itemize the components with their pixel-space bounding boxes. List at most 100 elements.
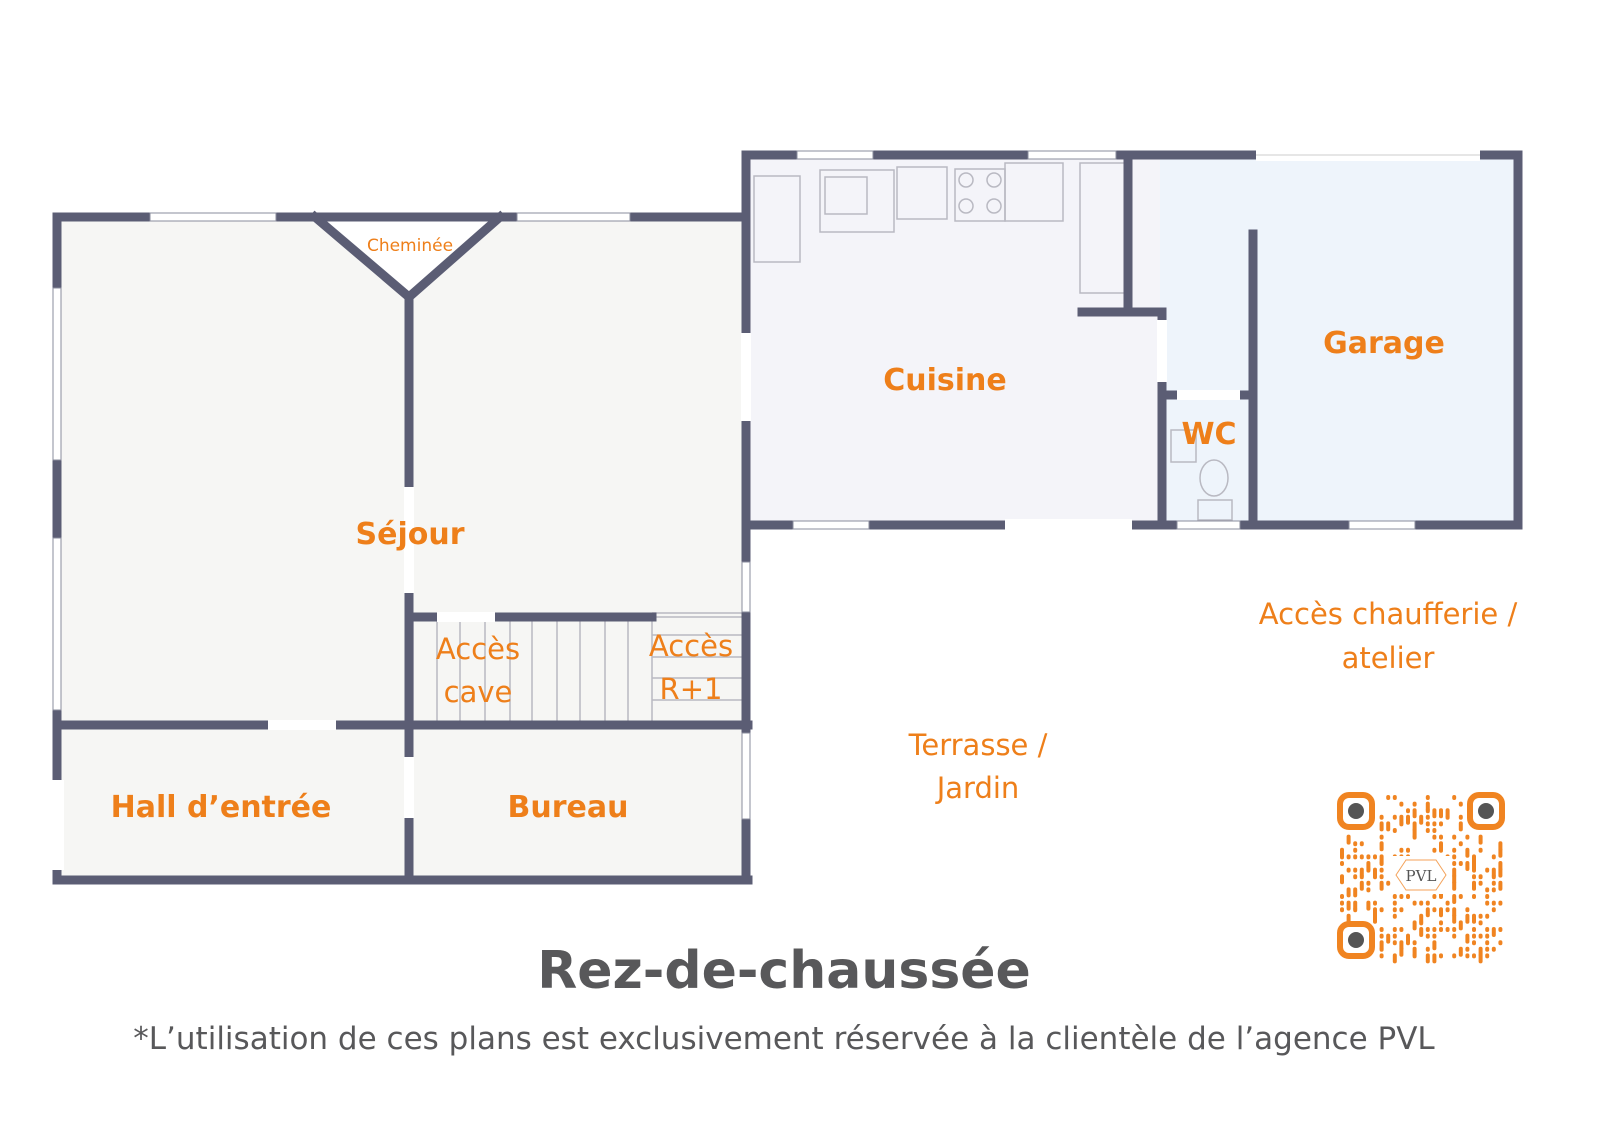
qr-module <box>1439 953 1443 959</box>
qr-module <box>1485 946 1490 952</box>
qr-module <box>1379 834 1384 840</box>
qr-module <box>1439 920 1443 926</box>
qr-module <box>1399 946 1404 957</box>
qr-module <box>1419 920 1424 926</box>
qr-module <box>1445 900 1450 906</box>
qr-module <box>1478 847 1483 853</box>
qr-module <box>1425 808 1430 814</box>
label-cuisine: Cuisine <box>883 363 1007 398</box>
qr-module <box>1379 927 1384 932</box>
qr-module <box>1425 821 1430 827</box>
qr-module <box>1399 847 1404 853</box>
qr-module <box>1373 913 1377 924</box>
qr-module <box>1399 894 1404 899</box>
qr-module <box>1392 894 1397 899</box>
label-bureau: Bureau <box>508 790 629 825</box>
qr-module <box>1406 940 1410 946</box>
qr-module <box>1465 847 1470 858</box>
qr-module <box>1498 900 1503 906</box>
qr-module <box>1432 828 1437 833</box>
qr-module <box>1386 821 1391 832</box>
qr-module <box>1439 847 1443 853</box>
qr-module <box>1452 854 1457 860</box>
qr-module <box>1406 808 1410 814</box>
qr-module <box>1392 953 1397 964</box>
qr-module <box>1379 841 1384 852</box>
qr-module <box>1412 808 1417 819</box>
qr-module <box>1472 880 1476 891</box>
qr-module <box>1346 834 1351 845</box>
qr-module <box>1432 847 1437 853</box>
qr-module <box>1432 907 1437 913</box>
qr-module <box>1353 847 1358 853</box>
qr-module <box>1458 841 1463 847</box>
qr-module <box>1406 814 1410 825</box>
qr-module <box>1465 946 1470 952</box>
label-chaufferie: Accès chaufferie / <box>1259 597 1518 631</box>
qr-module <box>1379 946 1384 952</box>
qr-module <box>1425 927 1430 932</box>
qr-module <box>1485 933 1490 939</box>
qr-module <box>1439 808 1443 819</box>
label-cheminee: Cheminée <box>367 236 453 256</box>
qr-module <box>1491 854 1496 860</box>
qr-module <box>1419 927 1424 937</box>
qr-module <box>1485 900 1490 906</box>
qr-module <box>1425 828 1430 833</box>
staircase <box>412 612 747 724</box>
qr-module <box>1478 913 1483 919</box>
qr-module <box>1452 795 1457 800</box>
qr-module <box>1392 913 1397 919</box>
qr-module <box>1406 894 1410 899</box>
qr-module <box>1472 874 1476 880</box>
qr-module <box>1472 927 1476 932</box>
qr-module <box>1419 900 1424 906</box>
qr-module <box>1359 854 1364 860</box>
qr-module <box>1392 933 1397 939</box>
qr-module <box>1340 874 1344 885</box>
label-hall: Hall d’entrée <box>111 790 332 825</box>
qr-module <box>1340 861 1344 866</box>
qr-module <box>1485 913 1490 919</box>
qr-module <box>1452 861 1457 866</box>
qr-module <box>1392 795 1397 800</box>
qr-module <box>1485 953 1490 959</box>
qr-module <box>1458 920 1463 931</box>
label-terrasse: Terrasse / <box>908 728 1048 762</box>
qr-module <box>1472 953 1476 959</box>
qr-module <box>1465 953 1470 959</box>
label-acces-cave: Accès <box>436 632 520 666</box>
qr-module <box>1379 933 1384 939</box>
qr-module <box>1340 900 1344 906</box>
footer-disclaimer: *L’utilisation de ces plans est exclusiv… <box>133 1021 1435 1057</box>
qr-module <box>1399 801 1404 807</box>
qr-module <box>1353 867 1358 873</box>
qr-module <box>1412 953 1417 959</box>
qr-module <box>1485 927 1490 932</box>
qr-module <box>1452 927 1457 932</box>
qr-module <box>1386 880 1391 886</box>
qr-module <box>1379 814 1384 820</box>
qr-module <box>1366 887 1371 893</box>
qr-module <box>1491 887 1496 893</box>
qr-module <box>1491 874 1496 880</box>
qr-module <box>1340 907 1344 913</box>
qr-module <box>1445 927 1450 932</box>
qr-code[interactable]: PVL <box>1337 792 1505 964</box>
qr-module <box>1399 927 1404 932</box>
qr-module <box>1359 880 1364 891</box>
qr-module <box>1452 933 1457 939</box>
qr-module <box>1373 874 1377 880</box>
qr-module <box>1432 834 1437 840</box>
qr-module <box>1353 907 1358 913</box>
qr-module <box>1465 861 1470 871</box>
qr-module <box>1425 946 1430 952</box>
qr-module <box>1485 867 1490 873</box>
qr-module <box>1478 953 1483 964</box>
label-wc: WC <box>1181 417 1236 452</box>
qr-module <box>1399 821 1404 827</box>
qr-module <box>1359 874 1364 880</box>
qr-module <box>1425 933 1430 939</box>
qr-module <box>1465 913 1470 924</box>
